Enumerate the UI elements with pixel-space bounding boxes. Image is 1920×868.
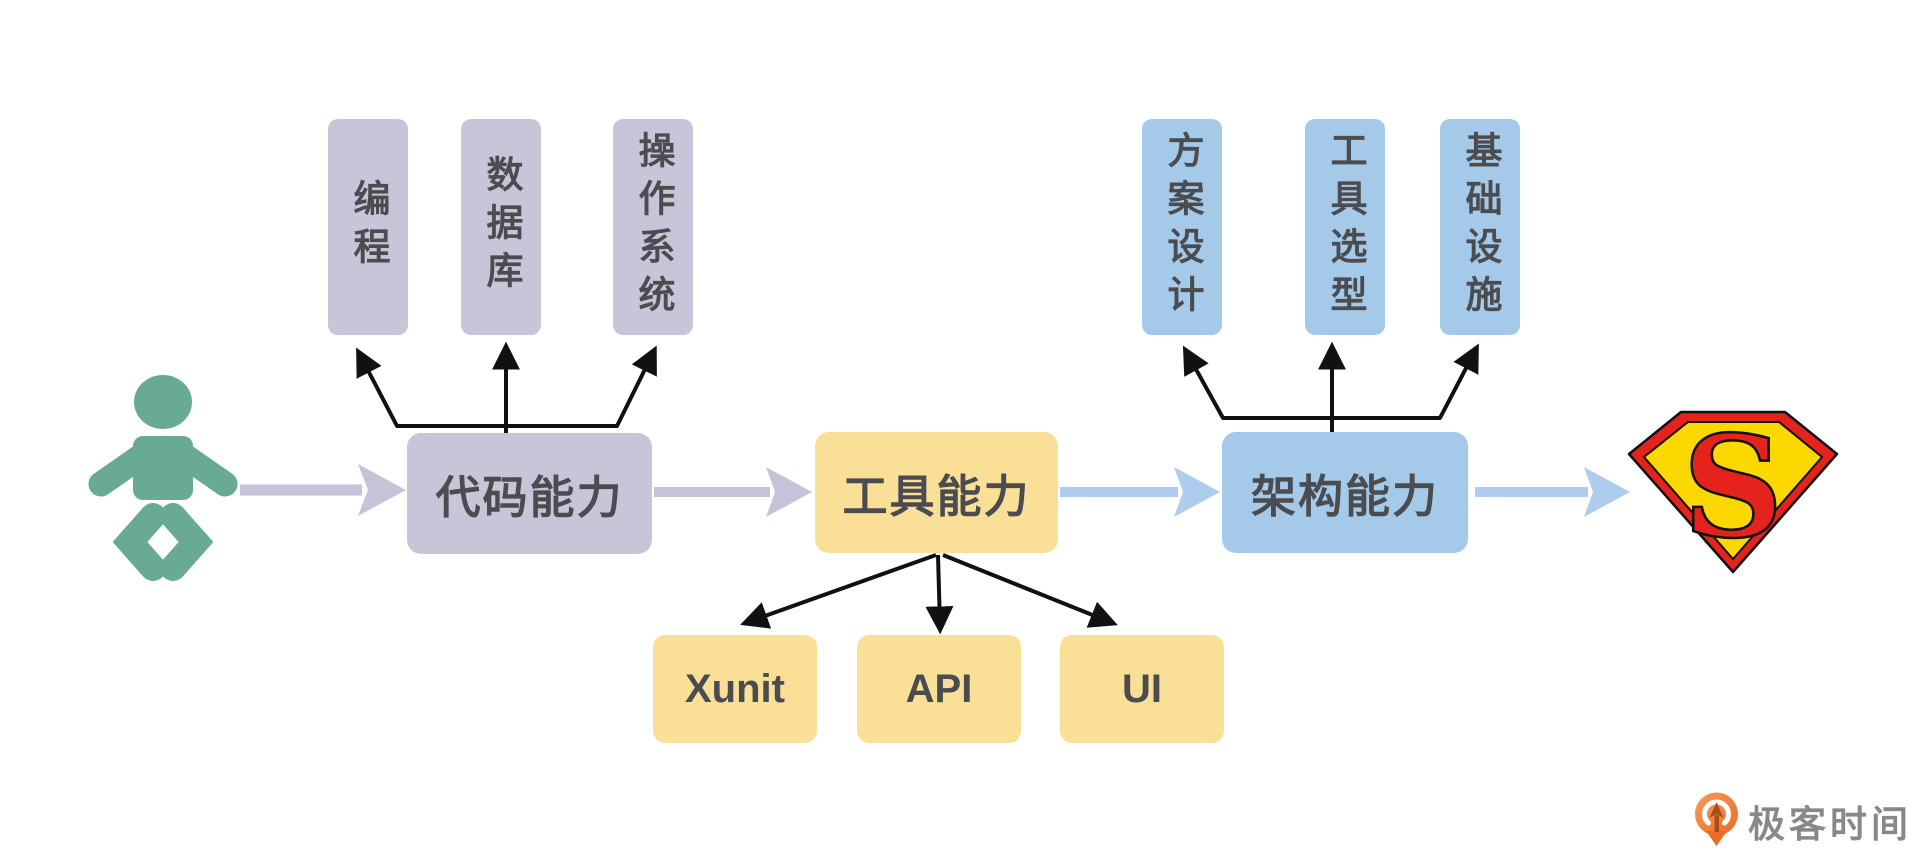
geektime-logo-icon	[1695, 792, 1738, 846]
fan-arrows-code-skills	[356, 341, 657, 436]
leaf-box-api: API	[857, 635, 1021, 743]
skill-box-database: 数据库	[461, 119, 541, 335]
skill-box-solution-design: 方案设计	[1142, 119, 1222, 335]
leaf-box-ui: UI	[1060, 635, 1224, 743]
flow-arrow-code-to-tool	[654, 467, 812, 517]
stage-box-architecture-ability: 架构能力	[1222, 432, 1468, 553]
flow-arrow-arch-to-superman	[1475, 467, 1630, 517]
superman-logo: S	[1627, 409, 1839, 574]
skill-box-programming: 编程	[328, 119, 408, 335]
skill-box-operating-system: 操作系统	[613, 119, 693, 335]
flow-arrow-tool-to-arch	[1060, 467, 1220, 517]
superman-s-glyph: S	[1682, 409, 1783, 570]
leaf-box-xunit: Xunit	[653, 635, 817, 743]
stage-box-tool-ability: 工具能力	[815, 432, 1058, 553]
skill-box-tool-selection: 工具选型	[1305, 119, 1385, 335]
fan-arrows-arch-skills	[1182, 341, 1479, 433]
baby-icon	[88, 375, 238, 581]
stage-box-code-ability: 代码能力	[407, 433, 652, 554]
skill-box-infrastructure: 基础设施	[1440, 119, 1520, 335]
geektime-brand-text: 极客时间	[1748, 804, 1912, 845]
fan-arrows-tool-skills	[740, 553, 1118, 635]
flow-arrow-baby-to-code	[240, 464, 406, 516]
